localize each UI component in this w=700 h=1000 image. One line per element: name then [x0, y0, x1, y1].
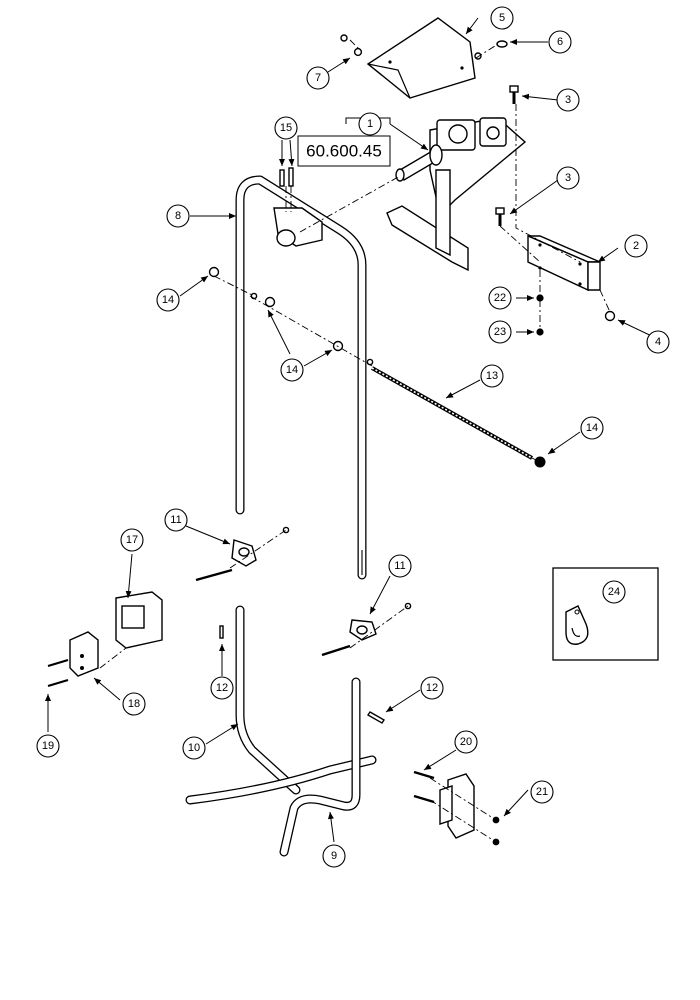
- callout-14-right: 14: [580, 416, 604, 440]
- callout-7: 7: [306, 66, 330, 90]
- handle-frame: [235, 175, 367, 580]
- callout-19-label: 19: [42, 740, 54, 752]
- base-frame: [185, 605, 377, 857]
- callout-22-label: 22: [494, 292, 506, 304]
- callout-18-label: 18: [128, 698, 140, 710]
- callout-14-middle: 14: [280, 358, 304, 382]
- callout-9-label: 9: [331, 850, 337, 862]
- threaded-rod: [371, 366, 533, 460]
- callout-15: 15: [274, 116, 298, 140]
- callout-3-upper-label: 3: [565, 94, 571, 106]
- callout-1: 1: [358, 112, 382, 136]
- callout-2: 2: [624, 234, 648, 258]
- callout-24: 24: [602, 580, 626, 604]
- callout-8-label: 8: [175, 210, 181, 222]
- clamp-upper: [195, 526, 290, 582]
- clamp-lower: [321, 602, 412, 657]
- callout-6: 6: [548, 30, 572, 54]
- callout-17-label: 17: [126, 534, 138, 546]
- callout-17: 17: [120, 528, 144, 552]
- callout-3-upper: 3: [556, 88, 580, 112]
- callout-14-right-label: 14: [586, 422, 598, 434]
- callout-24-label: 24: [608, 586, 620, 598]
- callout-12-left-label: 12: [216, 682, 228, 694]
- callout-12-right: 12: [420, 676, 444, 700]
- callout-11-lower: 11: [388, 554, 412, 578]
- mounting-bracket: [527, 234, 601, 292]
- small-bracket: [413, 770, 475, 839]
- callout-20-label: 20: [460, 736, 472, 748]
- callout-4-label: 4: [655, 336, 661, 348]
- callout-6-label: 6: [557, 36, 563, 48]
- callout-10: 10: [182, 736, 206, 760]
- callout-12-left: 12: [210, 676, 234, 700]
- callout-14-left: 14: [156, 288, 180, 312]
- callout-11-upper: 11: [164, 508, 188, 532]
- callout-12-right-label: 12: [426, 682, 438, 694]
- part-number-label: 60.600.45: [306, 142, 382, 161]
- callout-1-label: 1: [367, 118, 373, 130]
- callout-23: 23: [488, 320, 512, 344]
- callout-9: 9: [322, 844, 346, 868]
- callout-22: 22: [488, 286, 512, 310]
- bearing-bracket-assembly: [386, 117, 527, 272]
- callout-leaders: [45, 17, 661, 843]
- callout-21: 21: [530, 780, 554, 804]
- callout-14-middle-label: 14: [286, 364, 298, 376]
- inset-box: [552, 567, 659, 661]
- callout-18: 18: [122, 692, 146, 716]
- callout-5-label: 5: [499, 12, 505, 24]
- callout-3-lower-label: 3: [565, 172, 571, 184]
- callout-8: 8: [166, 204, 190, 228]
- callout-2-label: 2: [633, 240, 639, 252]
- callout-21-label: 21: [536, 786, 548, 798]
- callout-7-label: 7: [315, 72, 321, 84]
- callout-11-upper-label: 11: [170, 514, 181, 526]
- pin-left: [219, 625, 224, 639]
- cover-plate: [366, 17, 476, 99]
- callout-3-lower: 3: [556, 166, 580, 190]
- callout-14-left-label: 14: [162, 294, 174, 306]
- callout-11-lower-label: 11: [394, 560, 405, 572]
- callout-13: 13: [480, 364, 504, 388]
- callout-4: 4: [646, 330, 670, 354]
- part-number-box: 60.600.45: [297, 135, 391, 167]
- pin-right: [367, 711, 385, 724]
- hitch-bracket: [47, 591, 163, 688]
- assembly-lines: [99, 39, 611, 843]
- callout-13-label: 13: [486, 370, 498, 382]
- callout-19: 19: [36, 734, 60, 758]
- hardware: [208, 34, 616, 846]
- callout-5: 5: [490, 6, 514, 30]
- callout-23-label: 23: [494, 326, 506, 338]
- callout-20: 20: [454, 730, 478, 754]
- callout-15-label: 15: [280, 122, 292, 134]
- callout-10-label: 10: [188, 742, 200, 754]
